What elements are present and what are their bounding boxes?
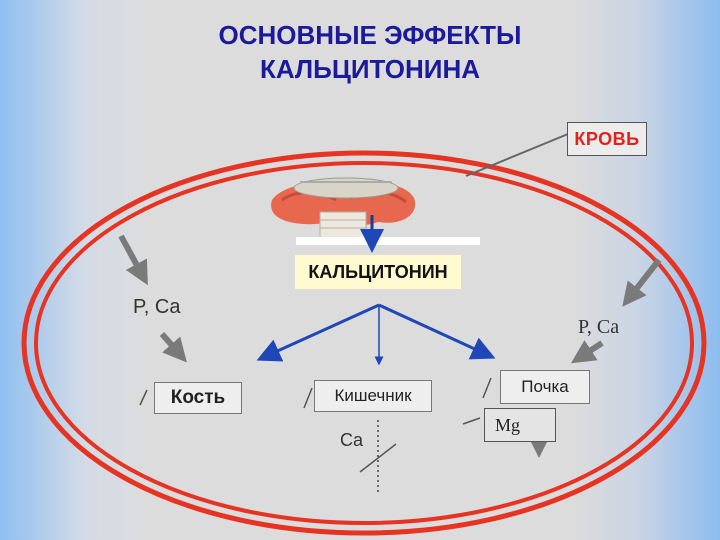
blood-ellipse-outer <box>21 150 707 536</box>
diagram-title: ОСНОВНЫЕ ЭФФЕКТЫ КАЛЬЦИТОНИНА <box>0 18 720 86</box>
blood-ellipse-inner <box>34 161 694 525</box>
title-line-1: ОСНОВНЫЕ ЭФФЕКТЫ <box>218 20 522 50</box>
ca-strike-line <box>359 443 397 473</box>
left-pca-to-bone-arrow <box>159 332 187 363</box>
ca-intestine-label: Ca <box>340 430 364 450</box>
kidney-slash <box>482 377 492 399</box>
bone-slash <box>139 389 148 406</box>
thyroid-gland-image <box>271 177 416 239</box>
calcitonin-to-kidney-arrow <box>378 303 496 360</box>
right-pca-to-kidney-arrow <box>570 340 604 364</box>
blood-label: КРОВЬ <box>567 122 647 156</box>
calcitonin-to-bone-arrow <box>256 303 380 362</box>
intestine-box: Кишечник <box>314 380 432 412</box>
blood-pointer-line <box>465 133 569 177</box>
pca-left-label: P, Ca <box>133 296 181 318</box>
mg-box: Mg <box>484 408 556 442</box>
pca-right-label: P, Ca <box>578 316 620 338</box>
calcitonin-label: КАЛЬЦИТОНИН <box>294 254 462 290</box>
intestine-slash <box>303 387 313 409</box>
thyroid-base-bar <box>296 237 480 245</box>
blood-to-right-pca-arrow <box>622 258 662 307</box>
blood-to-left-pca-arrow <box>118 234 148 286</box>
bone-box: Кость <box>154 382 242 414</box>
mg-pointer-line <box>462 417 481 425</box>
title-line-2: КАЛЬЦИТОНИНА <box>259 54 481 84</box>
kidney-box: Почка <box>500 370 590 404</box>
